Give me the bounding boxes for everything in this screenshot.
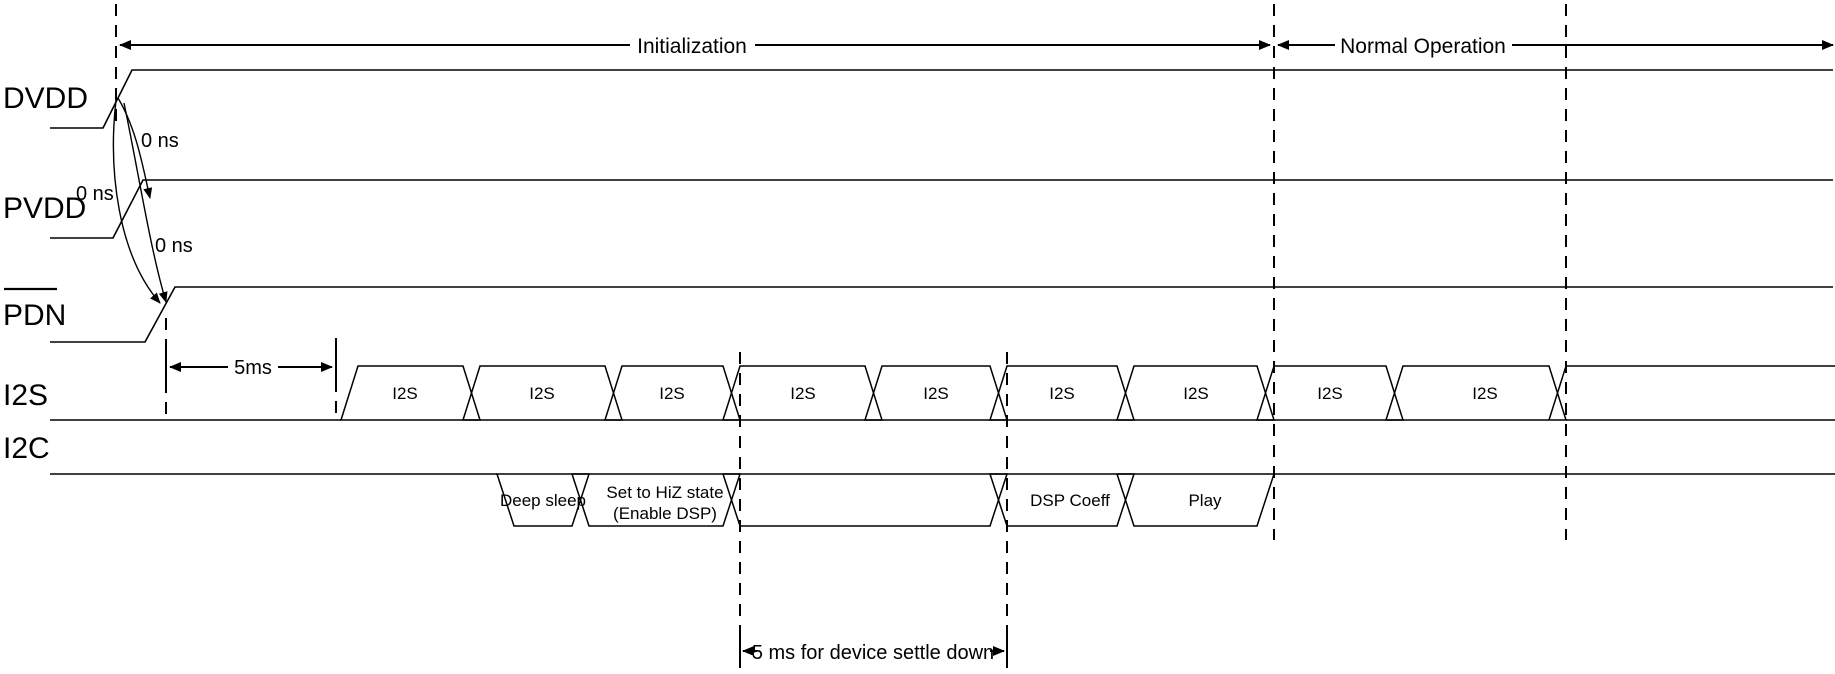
- reference-lines: [115, 4, 1567, 648]
- signal-pdn: PDN: [3, 286, 1833, 343]
- i2s-packet-0: [339, 365, 482, 421]
- i2c-packet-label-dsp-coeff: DSP Coeff: [1030, 491, 1110, 510]
- i2c-packets: Deep sleep Set to HiZ state (Enable DSP)…: [495, 473, 1276, 527]
- measurement-5ms: 5ms: [165, 350, 337, 385]
- delay-curve-dvdd-to-pvdd: [117, 97, 153, 199]
- i2s-packet-8: [1384, 365, 1568, 421]
- signal-i2c: I2C Deep sleep Set to HiZ state (Enable …: [3, 432, 1835, 527]
- i2c-packet-play: [1115, 473, 1276, 527]
- measure-settle-label: 5 ms for device settle down: [752, 642, 994, 664]
- i2c-packet-label-hiz-line2: (Enable DSP): [613, 504, 717, 523]
- i2s-packets: I2S I2S I2S I2S I2S I2S I2S I2S I2S: [339, 365, 1835, 421]
- delay-curve-pvdd-to-pdn: [123, 102, 168, 303]
- i2s-packet-label-2: I2S: [659, 384, 685, 403]
- signal-i2s: I2S I2S I2S I2S I2S I2S I2S I2S I2S I2S: [3, 365, 1835, 421]
- signal-label-pvdd: PVDD: [3, 192, 86, 225]
- i2s-packet-label-6: I2S: [1183, 384, 1209, 403]
- i2s-packet-label-3: I2S: [790, 384, 816, 403]
- delay-annotations: 0 ns 0 ns 0 ns: [76, 97, 193, 304]
- i2s-packet-3: [721, 365, 884, 421]
- i2s-packet-6: [1115, 365, 1276, 421]
- i2c-packet-hiz: [570, 473, 742, 527]
- i2s-packet-5: [988, 365, 1136, 421]
- delay-label-dvdd-to-pvdd: 0 ns: [141, 130, 179, 152]
- i2s-packet-label-5: I2S: [1049, 384, 1075, 403]
- i2s-packet-trailing: [1548, 365, 1835, 421]
- i2s-packet-4: [863, 365, 1009, 421]
- i2c-packet-dsp-coeff: [988, 473, 1136, 527]
- i2c-packet-deep-sleep: [495, 473, 591, 527]
- i2c-packet-label-deep-sleep: Deep sleep: [500, 491, 586, 510]
- pdn-waveform: [50, 286, 1833, 343]
- signal-label-dvdd: DVDD: [3, 82, 88, 115]
- i2s-packet-label-1: I2S: [529, 384, 555, 403]
- i2c-packet-label-play: Play: [1188, 491, 1222, 510]
- i2c-packet-label-hiz-line1: Set to HiZ state: [606, 483, 723, 502]
- phase-label-normal-operation: Normal Operation: [1340, 35, 1506, 58]
- signal-dvdd: DVDD: [3, 69, 1833, 129]
- pvdd-waveform: [50, 179, 1833, 239]
- i2s-packet-label-8: I2S: [1472, 384, 1498, 403]
- i2s-packet-label-0: I2S: [392, 384, 418, 403]
- i2s-packet-2: [603, 365, 742, 421]
- phase-label-initialization: Initialization: [637, 35, 747, 58]
- signal-pvdd: PVDD: [3, 179, 1833, 239]
- i2c-packet-empty: [721, 473, 1009, 527]
- measure-5ms-label: 5ms: [234, 357, 272, 379]
- delay-label-dvdd-to-pdn: 0 ns: [76, 183, 114, 205]
- i2s-packet-7: [1255, 365, 1405, 421]
- delay-curve-dvdd-to-pdn: [112, 99, 161, 304]
- measurement-settle: 5 ms for device settle down: [739, 634, 1008, 668]
- i2s-packet-label-7: I2S: [1317, 384, 1343, 403]
- delay-label-pvdd-to-pdn: 0 ns: [155, 235, 193, 257]
- signal-label-i2c: I2C: [3, 432, 50, 465]
- i2s-packet-label-4: I2S: [923, 384, 949, 403]
- dvdd-waveform: [50, 69, 1833, 129]
- i2s-packet-1: [461, 365, 624, 421]
- phase-annotations: Initialization Normal Operation: [119, 35, 1834, 58]
- signal-label-pdn: PDN: [3, 299, 66, 332]
- signal-label-i2s: I2S: [3, 379, 48, 412]
